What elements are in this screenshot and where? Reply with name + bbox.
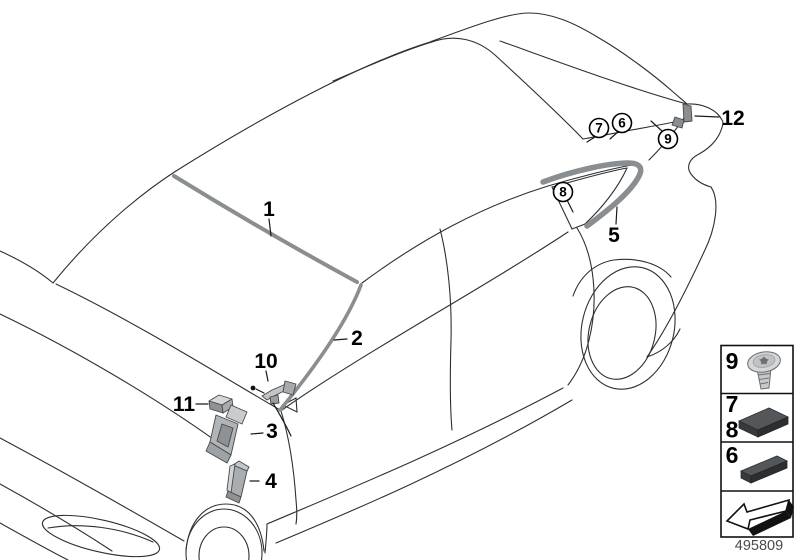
legend-label-7: 7	[726, 391, 739, 417]
circled-callout-9[interactable]: 9	[657, 128, 679, 150]
callout-4[interactable]: 4	[265, 470, 277, 493]
svg-text:6: 6	[618, 116, 626, 131]
legend-label-6: 6	[726, 442, 739, 468]
callouts: 1 2 3 4 5 10 11 12	[173, 107, 745, 493]
callout-12[interactable]: 12	[721, 107, 744, 130]
callout-3[interactable]: 3	[266, 420, 278, 443]
circled-callout-6[interactable]: 6	[611, 112, 633, 134]
car-line-art	[0, 12, 724, 560]
circled-callout-8[interactable]: 8	[552, 181, 574, 203]
legend-row-strip: 6	[726, 442, 788, 484]
svg-text:9: 9	[664, 132, 672, 147]
callout-5[interactable]: 5	[608, 224, 620, 247]
part-10-drawing	[261, 380, 297, 405]
circled-callouts: 7 6 9 8	[552, 112, 679, 203]
svg-text:7: 7	[595, 121, 603, 136]
callout-11[interactable]: 11	[173, 393, 196, 416]
foam-pad-icon	[738, 407, 789, 438]
direction-of-travel-arrow-icon	[725, 498, 794, 536]
leader-lines	[195, 115, 720, 482]
part-12-drawing	[671, 103, 693, 129]
callout-2[interactable]: 2	[351, 327, 363, 350]
legend-row-screw: 9	[726, 348, 781, 390]
callout-10[interactable]: 10	[254, 350, 277, 373]
legend-label-9: 9	[726, 348, 739, 374]
diagram-part-number: 495809	[735, 538, 783, 554]
windscreen-top-finisher-part1	[172, 174, 359, 284]
mount-point-dot	[250, 385, 256, 391]
legend-row-pad: 7 8	[726, 391, 789, 443]
callout-1[interactable]: 1	[263, 198, 275, 221]
part-11-drawing	[208, 394, 234, 414]
part-3-drawing	[205, 404, 248, 464]
part-4-drawing	[225, 460, 250, 504]
svg-text:8: 8	[559, 185, 567, 200]
legend-label-8: 8	[726, 417, 739, 443]
finisher-strips	[172, 160, 644, 412]
foam-strip-icon	[740, 455, 788, 484]
torx-screw-icon	[747, 351, 781, 390]
quarter-window-finisher-part5	[540, 160, 644, 229]
circled-callout-7[interactable]: 7	[588, 117, 610, 139]
legend-box: 9 7 8 6	[720, 344, 794, 538]
